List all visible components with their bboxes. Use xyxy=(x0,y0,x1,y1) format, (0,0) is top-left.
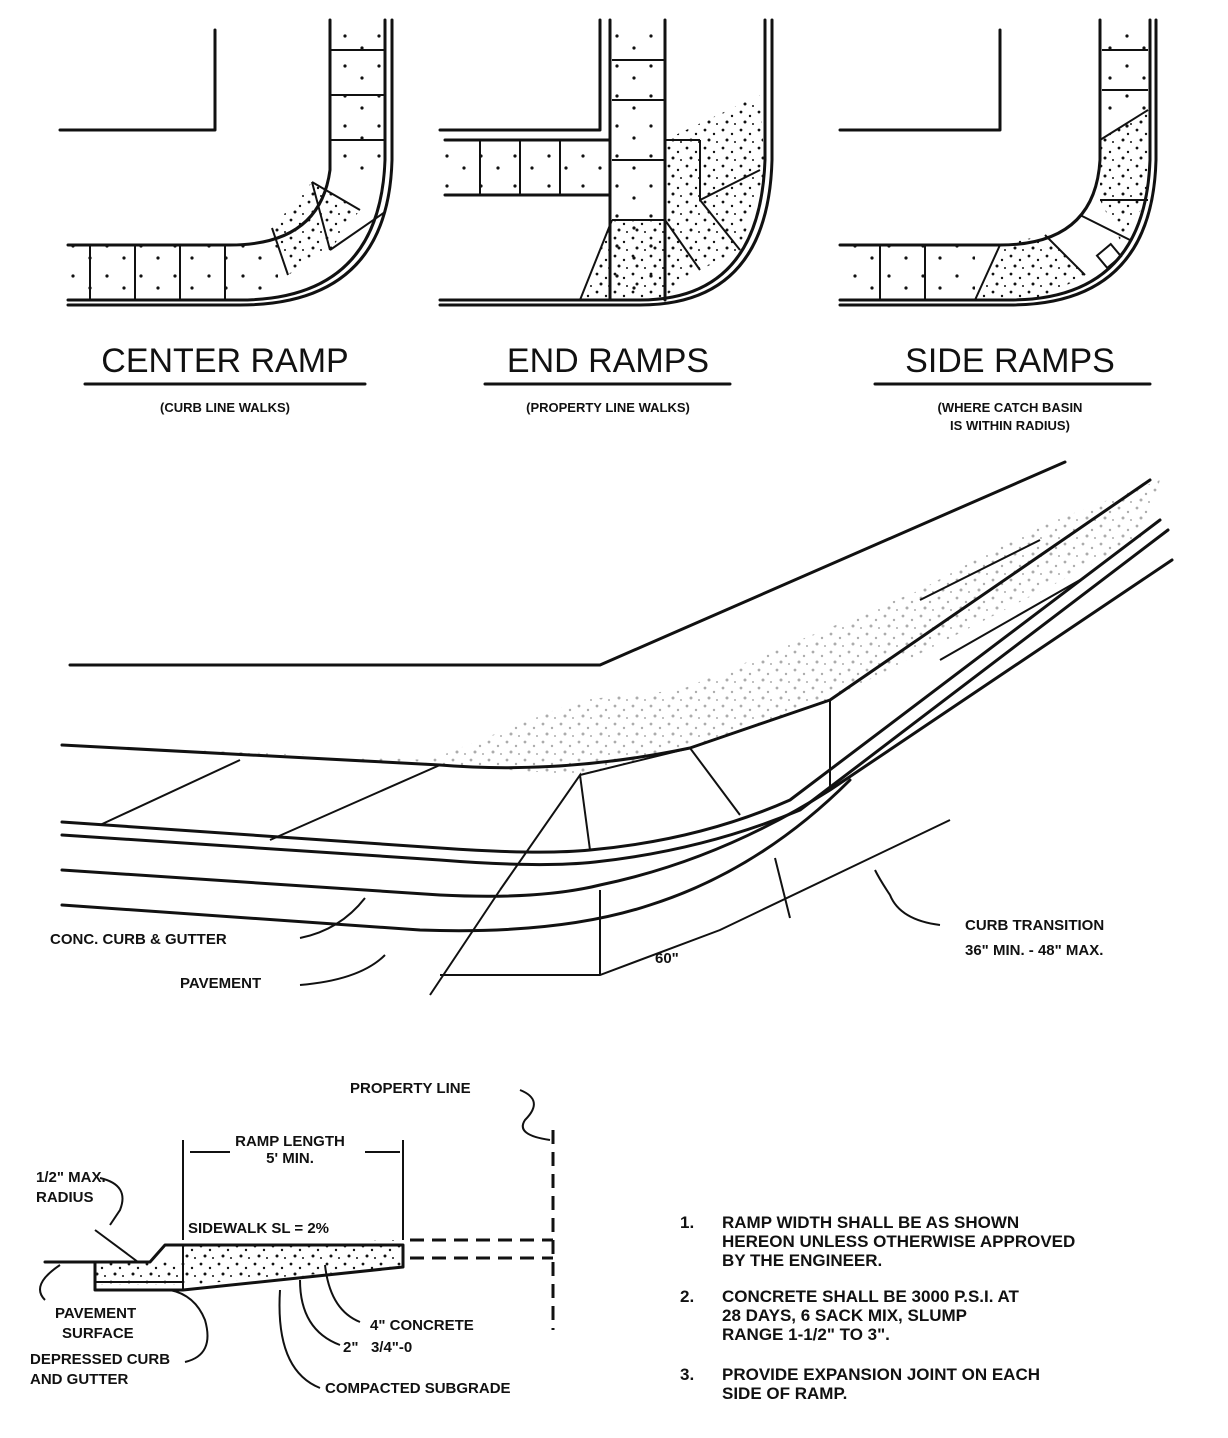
ramp-section: PROPERTY LINE RAMP LENGTH 5' MIN. 1/2" M… xyxy=(30,1080,555,1397)
note-number: 3. xyxy=(680,1365,694,1384)
curb-transition-label: CURB TRANSITION xyxy=(965,917,1104,934)
plan-subtitle: IS WITHIN RADIUS) xyxy=(950,418,1070,433)
subgrade-label: COMPACTED SUBGRADE xyxy=(325,1380,511,1397)
pavement-surface-label-2: SURFACE xyxy=(62,1325,134,1342)
base-label: 2" 3/4"-0 xyxy=(343,1339,412,1356)
plan-subtitle: (WHERE CATCH BASIN xyxy=(938,400,1083,415)
ramp-length-label: RAMP LENGTH xyxy=(235,1133,345,1150)
general-notes: 1. RAMP WIDTH SHALL BE AS SHOWN HEREON U… xyxy=(680,1213,1075,1403)
depressed-curb-label: DEPRESSED CURB xyxy=(30,1351,170,1368)
note-text: BY THE ENGINEER. xyxy=(722,1251,882,1270)
curb-gutter-label: CONC. CURB & GUTTER xyxy=(50,931,227,948)
plan-title: SIDE RAMPS xyxy=(905,342,1115,380)
note-text: RANGE 1-1/2" TO 3". xyxy=(722,1325,890,1344)
depressed-curb-label-2: AND GUTTER xyxy=(30,1371,128,1388)
curb-transition-range: 36" MIN. - 48" MAX. xyxy=(965,942,1103,959)
pavement-surface-label: PAVEMENT xyxy=(55,1305,136,1322)
plan-title: CENTER RAMP xyxy=(101,342,348,380)
property-line-label: PROPERTY LINE xyxy=(350,1080,471,1097)
note-text: SIDE OF RAMP. xyxy=(722,1384,847,1403)
concrete-label: 4" CONCRETE xyxy=(370,1317,474,1334)
note-text: CONCRETE SHALL BE 3000 P.S.I. AT xyxy=(722,1287,1020,1306)
plan-titles: CENTER RAMP (CURB LINE WALKS) END RAMPS … xyxy=(83,342,1152,433)
ramp-length-min: 5' MIN. xyxy=(266,1150,314,1167)
note-text: 28 DAYS, 6 SACK MIX, SLUMP xyxy=(722,1306,967,1325)
pavement-label: PAVEMENT xyxy=(180,975,261,992)
plan-center-ramp xyxy=(58,18,394,307)
catch-basin-icon xyxy=(1095,242,1123,270)
sidewalk-slope-label: SIDEWALK SL = 2% xyxy=(188,1220,329,1237)
radius-label-2: RADIUS xyxy=(36,1189,94,1206)
note-number: 2. xyxy=(680,1287,694,1306)
perspective-view: CONC. CURB & GUTTER PAVEMENT 60" CURB TR… xyxy=(50,460,1174,996)
plan-subtitle: (CURB LINE WALKS) xyxy=(160,400,290,415)
ramp-width-label: 60" xyxy=(655,950,679,967)
plan-title: END RAMPS xyxy=(507,342,709,380)
note-text: PROVIDE EXPANSION JOINT ON EACH xyxy=(722,1365,1040,1384)
plan-subtitle: (PROPERTY LINE WALKS) xyxy=(526,400,690,415)
plan-side-ramps xyxy=(838,18,1158,307)
plan-end-ramps xyxy=(438,18,774,307)
note-text: RAMP WIDTH SHALL BE AS SHOWN xyxy=(722,1213,1019,1232)
radius-label: 1/2" MAX. xyxy=(36,1169,106,1186)
note-text: HEREON UNLESS OTHERWISE APPROVED xyxy=(722,1232,1075,1251)
note-number: 1. xyxy=(680,1213,694,1232)
